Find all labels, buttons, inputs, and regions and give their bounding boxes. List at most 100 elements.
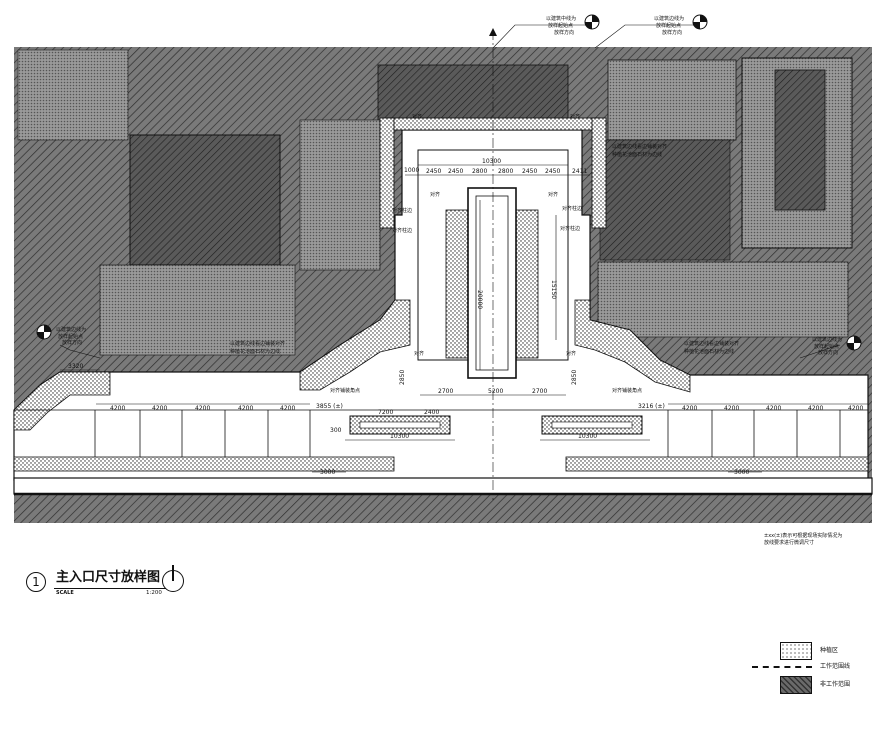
- svg-text:2800: 2800: [498, 168, 513, 175]
- legend-planting-swatch: [780, 642, 812, 660]
- dim-side-length: 15150: [550, 280, 557, 299]
- dim-top-overall: 10300: [482, 158, 501, 165]
- svg-text:2700: 2700: [532, 388, 547, 395]
- svg-text:放样方向: 放样方向: [818, 349, 838, 356]
- svg-text:2450: 2450: [545, 168, 560, 175]
- central-planter-left: [445, 209, 469, 359]
- svg-text:2450: 2450: [522, 168, 537, 175]
- building-left: [129, 134, 281, 266]
- svg-text:2850: 2850: [399, 370, 406, 385]
- central-planter-right: [515, 209, 539, 359]
- water-feature: [467, 187, 517, 379]
- svg-text:放样起始点: 放样起始点: [656, 22, 681, 29]
- planter-right-ramp: [574, 299, 691, 393]
- svg-text:3320: 3320: [68, 363, 83, 370]
- svg-text:4200: 4200: [195, 405, 210, 412]
- building-right-top: [607, 59, 737, 141]
- planter-border-right: [591, 117, 607, 229]
- svg-text:7200: 7200: [378, 409, 393, 416]
- svg-text:以建筑边线看边铺装对齐: 以建筑边线看边铺装对齐: [230, 340, 285, 347]
- svg-text:3216 (±): 3216 (±): [638, 403, 665, 410]
- target-marker-top-right: [692, 14, 708, 30]
- tolerance-note-line2: 放线要求进行微调尺寸: [764, 540, 815, 546]
- svg-text:放样起始点: 放样起始点: [814, 343, 839, 350]
- svg-text:2450: 2450: [448, 168, 463, 175]
- legend-boundary-swatch: [752, 666, 812, 668]
- svg-text:1000: 1000: [404, 167, 419, 174]
- svg-text:对齐: 对齐: [412, 113, 422, 120]
- target-marker-top-center: [584, 14, 600, 30]
- svg-text:种植花池面石材为边线: 种植花池面石材为边线: [230, 348, 280, 355]
- svg-text:以建筑边线为: 以建筑边线为: [654, 15, 684, 22]
- svg-text:对齐: 对齐: [414, 350, 424, 357]
- svg-text:2400: 2400: [424, 409, 439, 416]
- svg-text:3000: 3000: [734, 469, 749, 476]
- building-center-top: [377, 64, 569, 126]
- planter-bottom-left: [13, 456, 395, 472]
- svg-text:放样方向: 放样方向: [62, 339, 82, 346]
- planter-left-curved: [13, 371, 111, 431]
- svg-text:2850: 2850: [571, 370, 578, 385]
- svg-text:对齐柱边: 对齐柱边: [392, 227, 412, 234]
- svg-text:4200: 4200: [808, 405, 823, 412]
- planter-bottom-right: [565, 456, 869, 472]
- svg-text:对齐铺装角点: 对齐铺装角点: [330, 387, 360, 394]
- drawing-number: 1: [26, 572, 46, 592]
- svg-text:5200: 5200: [488, 388, 503, 395]
- scale-label: SCALE: [56, 590, 74, 596]
- svg-text:对齐铺装角点: 对齐铺装角点: [612, 387, 642, 394]
- svg-text:300: 300: [330, 427, 342, 434]
- svg-text:对齐: 对齐: [570, 113, 580, 120]
- svg-text:10300: 10300: [578, 433, 597, 440]
- svg-text:以建筑中线为: 以建筑中线为: [546, 15, 576, 22]
- svg-text:4200: 4200: [110, 405, 125, 412]
- building-right-inner: [774, 69, 826, 211]
- svg-text:2450: 2450: [426, 168, 441, 175]
- svg-text:2800: 2800: [472, 168, 487, 175]
- legend-nonwork-label: 非工作范围: [820, 681, 851, 688]
- target-marker-right: [846, 335, 862, 351]
- svg-text:4200: 4200: [238, 405, 253, 412]
- dim-center-length: 20000: [476, 290, 483, 309]
- svg-text:对齐柱边: 对齐柱边: [392, 207, 412, 214]
- legend-boundary-label: 工作范围线: [820, 663, 851, 670]
- svg-text:4200: 4200: [724, 405, 739, 412]
- svg-text:3855 (±): 3855 (±): [316, 403, 343, 410]
- svg-text:4200: 4200: [682, 405, 697, 412]
- planter-border-left: [379, 117, 395, 229]
- svg-text:4200: 4200: [152, 405, 167, 412]
- title-underline: [54, 588, 166, 589]
- svg-text:以建筑边线为: 以建筑边线为: [812, 336, 842, 343]
- axis-arrow-icon: [489, 28, 497, 36]
- scale-value: 1:200: [146, 590, 162, 596]
- svg-text:对齐: 对齐: [566, 350, 576, 357]
- svg-text:2411: 2411: [572, 168, 587, 175]
- svg-text:对齐柱边: 对齐柱边: [562, 205, 582, 212]
- north-arrow-icon: [162, 565, 184, 592]
- svg-text:放样方向: 放样方向: [662, 29, 682, 36]
- svg-text:放样方向: 放样方向: [554, 29, 574, 36]
- svg-text:2700: 2700: [438, 388, 453, 395]
- svg-text:4200: 4200: [280, 405, 295, 412]
- planter-left-ramp: [299, 299, 411, 391]
- tolerance-note-line1: ±xx(±)表示可根据现场实际情况为: [764, 533, 843, 539]
- svg-text:对齐柱边: 对齐柱边: [560, 225, 580, 232]
- svg-text:10300: 10300: [390, 433, 409, 440]
- svg-text:对齐: 对齐: [430, 191, 440, 198]
- drawing-title: 主入口尺寸放样图: [56, 570, 161, 585]
- svg-text:种植花池面石材为边线: 种植花池面石材为边线: [612, 151, 662, 158]
- svg-text:4200: 4200: [766, 405, 781, 412]
- svg-text:以建筑边线看边铺装对齐: 以建筑边线看边铺装对齐: [612, 143, 667, 150]
- svg-text:种植花池面石材为边线: 种植花池面石材为边线: [684, 348, 734, 355]
- svg-text:放样起始点: 放样起始点: [548, 22, 573, 29]
- target-marker-left: [36, 324, 52, 340]
- svg-text:以建筑边线看边铺装对齐: 以建筑边线看边铺装对齐: [684, 340, 739, 347]
- svg-text:3000: 3000: [320, 469, 335, 476]
- svg-text:放样起始点: 放样起始点: [58, 333, 83, 340]
- legend-nonwork-swatch: [780, 676, 812, 694]
- svg-text:以建筑边线为: 以建筑边线为: [56, 326, 86, 333]
- legend-planting-label: 种植区: [820, 647, 839, 654]
- svg-text:对齐: 对齐: [548, 191, 558, 198]
- svg-text:4200: 4200: [848, 405, 863, 412]
